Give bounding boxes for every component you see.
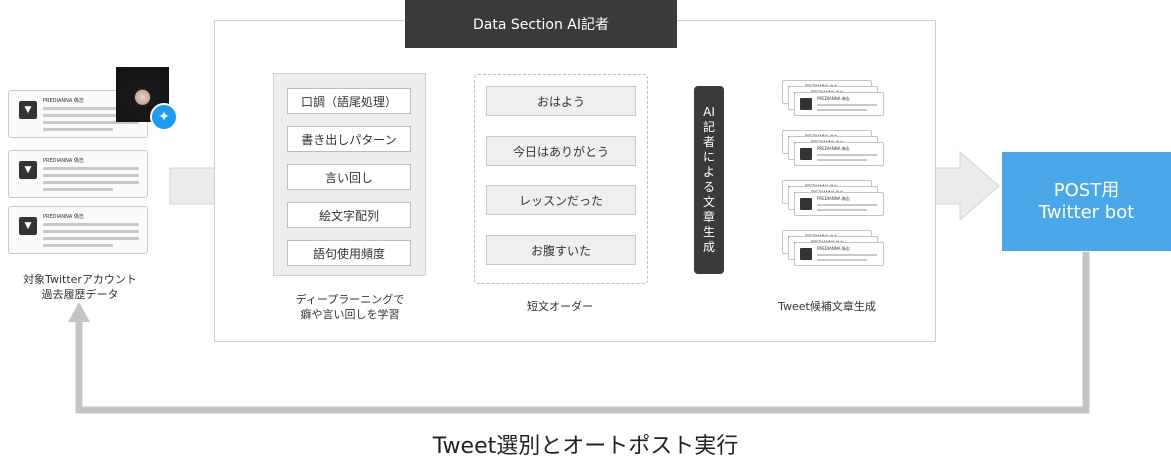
order-item: お腹すいた [486, 235, 636, 265]
output-caption: Tweet候補文章生成 [778, 300, 876, 313]
order-item: おはよう [486, 86, 636, 116]
ai-generation-bar: AI 記 者 に よ る 文 章 生 成 [694, 86, 724, 274]
order-item: レッスンだった [486, 185, 636, 215]
feedback-loop-arrowhead [68, 302, 90, 322]
learning-caption: ディープラーニングで 癖や言い回しを学習 [295, 293, 405, 321]
order-item: 今日はありがとう [486, 136, 636, 166]
feedback-loop-line [75, 252, 1090, 414]
order-caption: 短文オーダー [527, 300, 593, 313]
account-name: PREDIANNA 偽志 [817, 146, 850, 151]
account-name: PREDIANNA 偽志 [817, 196, 850, 201]
account-name: PREDIANNA 偽志 [43, 158, 84, 164]
candidate-tweet-card: PREDIANNA 偽志 [794, 192, 884, 216]
account-logo-icon: ▼ [19, 161, 37, 179]
account-name: PREDIANNA 偽志 [817, 246, 850, 251]
source-tweet-card: ▼ PREDIANNA 偽志 [8, 206, 148, 254]
twitter-bird-icon: ✦ [150, 103, 178, 131]
learning-item: 書き出しパターン [287, 126, 411, 152]
candidate-tweet-card: PREDIANNA 偽志 [794, 142, 884, 166]
source-caption: 対象Twitterアカウント 過去履歴データ [23, 273, 137, 301]
account-logo-icon: ▼ [19, 217, 37, 235]
account-logo-icon: ▼ [19, 101, 37, 119]
learning-item: 絵文字配列 [287, 202, 411, 228]
order-panel [474, 74, 648, 284]
account-logo-icon [800, 98, 812, 110]
account-name: PREDIANNA 偽志 [43, 214, 84, 220]
account-logo-icon [800, 198, 812, 210]
learning-item: 語句使用頻度 [287, 240, 411, 266]
learning-item: 言い回し [287, 164, 411, 190]
learning-item: 口調（語尾処理） [287, 88, 411, 114]
account-name: PREDIANNA 偽志 [817, 96, 850, 101]
candidate-tweet-card: PREDIANNA 偽志 [794, 242, 884, 266]
header-title: Data Section AI記者 [405, 0, 677, 48]
candidate-tweet-card: PREDIANNA 偽志 [794, 92, 884, 116]
footer-caption: Tweet選別とオートポスト実行 [432, 434, 739, 459]
account-logo-icon [800, 248, 812, 260]
source-tweet-card: ▼ PREDIANNA 偽志 [8, 150, 148, 198]
post-bot-box: POST用 Twitter bot [1002, 152, 1171, 251]
account-logo-icon [800, 148, 812, 160]
account-name: PREDIANNA 偽志 [43, 98, 84, 104]
